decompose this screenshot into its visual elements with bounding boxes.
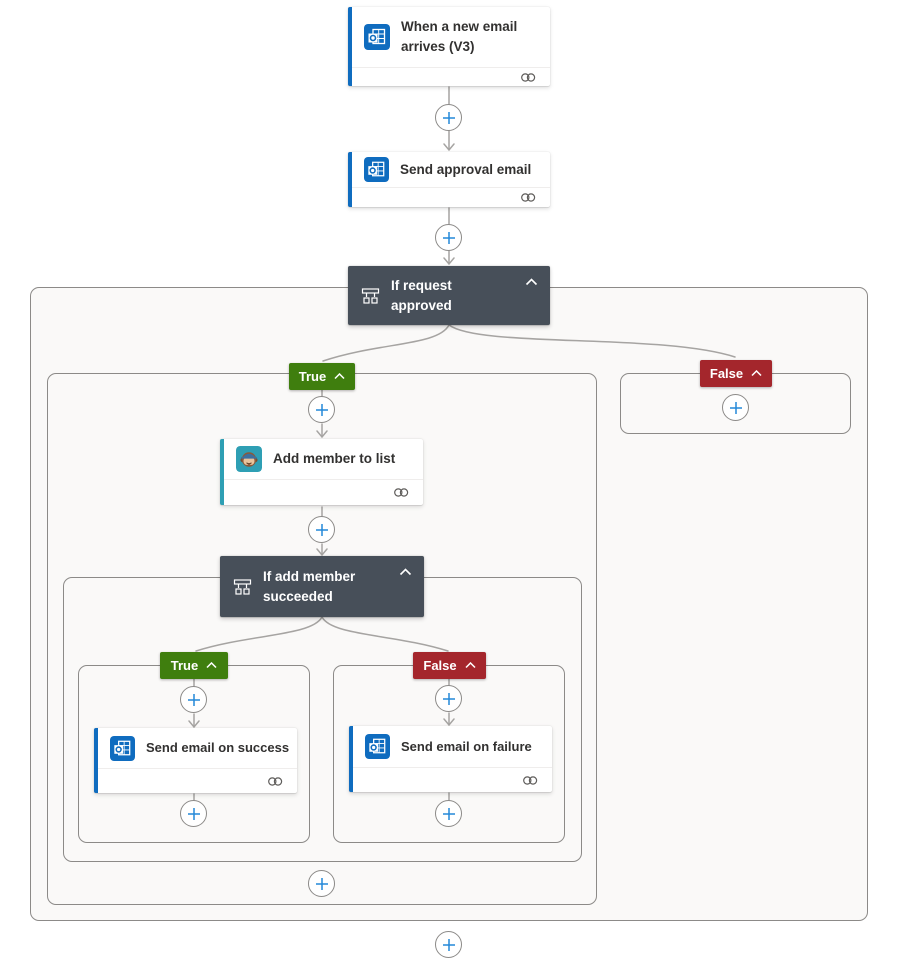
outlook-icon — [365, 734, 390, 759]
plus-icon — [442, 807, 455, 820]
condition-icon — [361, 287, 380, 304]
outlook-icon — [364, 24, 390, 50]
add-action-true2-button[interactable] — [180, 800, 207, 827]
collapse-chevron-up-icon[interactable] — [399, 568, 412, 576]
action-title: Add member to list — [273, 451, 396, 466]
insert-step-button-1[interactable] — [435, 104, 462, 131]
collapse-chevron-up-icon — [334, 373, 345, 380]
add-false-branch-badge[interactable]: False — [413, 652, 486, 679]
request-true-branch-badge[interactable]: True — [289, 363, 355, 390]
action-card-send-email-on-success[interactable]: Send email on success — [94, 728, 297, 793]
true-badge-label: True — [170, 658, 199, 673]
plus-icon — [187, 807, 200, 820]
insert-step-button-5[interactable] — [180, 686, 207, 713]
action-title: Send email on failure — [401, 738, 532, 754]
connection-icon[interactable] — [520, 72, 537, 83]
plus-icon — [729, 401, 742, 414]
outlook-icon — [364, 157, 389, 182]
plus-icon — [315, 877, 328, 890]
true-badge-label: True — [298, 369, 327, 384]
insert-step-button-6[interactable] — [435, 685, 462, 712]
plus-icon — [442, 231, 455, 244]
action-title: Send email on success — [146, 740, 290, 755]
false-badge-label: False — [709, 366, 744, 381]
insert-step-button-4[interactable] — [308, 516, 335, 543]
mailchimp-icon — [236, 446, 262, 472]
plus-icon — [315, 403, 328, 416]
action-card-send-email-on-failure[interactable]: Send email on failure — [349, 726, 552, 792]
request-false-branch-badge[interactable]: False — [700, 360, 772, 387]
add-action-false2-button[interactable] — [435, 800, 462, 827]
condition-card-if-add-member-succeeded[interactable]: If add member succeeded — [220, 556, 424, 617]
action-card-send-approval-email[interactable]: Send approval email — [348, 152, 550, 207]
connection-icon[interactable] — [520, 192, 537, 203]
plus-icon — [442, 111, 455, 124]
plus-icon — [187, 693, 200, 706]
insert-step-button-3[interactable] — [308, 396, 335, 423]
trigger-card-when-new-email-arrives[interactable]: When a new email arrives (V3) — [348, 7, 550, 86]
outlook-icon — [110, 735, 135, 761]
condition-title: If add member succeeded — [263, 568, 356, 604]
connection-icon[interactable] — [267, 776, 284, 787]
false-badge-label: False — [423, 658, 457, 673]
add-true-branch-badge[interactable]: True — [160, 652, 228, 679]
insert-step-button-2[interactable] — [435, 224, 462, 251]
action-title: Send approval email — [400, 161, 532, 177]
condition-title: If request approved — [391, 277, 452, 313]
add-action-false-branch-button[interactable] — [722, 394, 749, 421]
add-action-true1-button[interactable] — [308, 870, 335, 897]
collapse-chevron-up-icon — [751, 370, 762, 377]
collapse-chevron-up-icon[interactable] — [525, 278, 538, 286]
plus-icon — [442, 938, 455, 951]
plus-icon — [315, 523, 328, 536]
new-step-button[interactable] — [435, 931, 462, 958]
connection-icon[interactable] — [393, 487, 410, 498]
plus-icon — [442, 692, 455, 705]
condition-card-if-request-approved[interactable]: If request approved — [348, 266, 550, 325]
action-card-add-member-to-list[interactable]: Add member to list — [220, 439, 423, 505]
collapse-chevron-up-icon — [465, 662, 476, 669]
collapse-chevron-up-icon — [206, 662, 217, 669]
connection-icon[interactable] — [522, 775, 539, 786]
condition-icon — [233, 578, 252, 595]
trigger-title: When a new email arrives (V3) — [401, 19, 518, 54]
